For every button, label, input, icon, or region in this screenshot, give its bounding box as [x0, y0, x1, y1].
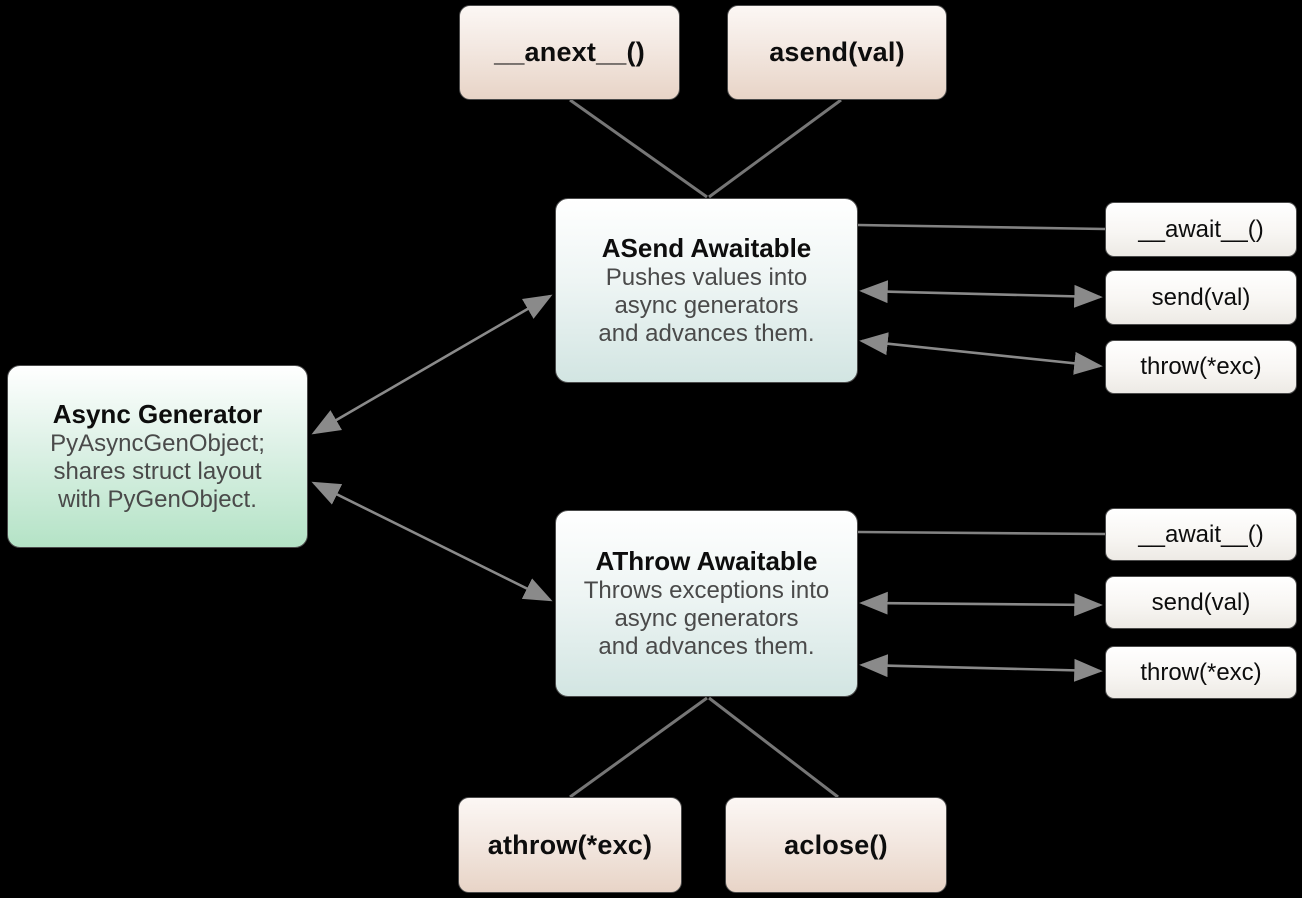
node-async-generator: Async Generator PyAsyncGenObject; shares…	[7, 365, 308, 548]
node-aclose: aclose()	[725, 797, 947, 893]
node-asend-label: asend(val)	[769, 37, 905, 67]
async-generator-desc-line: with PyGenObject.	[58, 486, 257, 513]
asend-await-label: __await__()	[1138, 215, 1264, 243]
node-athrow-send: send(val)	[1105, 576, 1297, 629]
node-anext: __anext__()	[459, 5, 680, 100]
athrow-awaitable-title: AThrow Awaitable	[595, 546, 818, 576]
athrow-await-label: __await__()	[1138, 520, 1264, 548]
athrow-awaitable-desc-line: Throws exceptions into	[583, 577, 830, 604]
node-athrow-awaitable: AThrow Awaitable Throws exceptions into …	[555, 510, 858, 697]
athrow-awaitable-desc-line: async generators	[614, 605, 799, 632]
athrow-throw-label: throw(*exc)	[1140, 658, 1262, 686]
asend-awaitable-desc-line: Pushes values into	[605, 264, 808, 291]
asend-throw-label: throw(*exc)	[1140, 353, 1262, 380]
athrow-send-label: send(val)	[1151, 588, 1251, 616]
node-anext-label: __anext__()	[494, 37, 645, 67]
node-athrow-label: athrow(*exc)	[487, 829, 653, 860]
async-generator-desc-line: shares struct layout	[53, 458, 262, 485]
node-asend-await: __await__()	[1105, 202, 1297, 257]
node-asend-send: send(val)	[1105, 270, 1297, 325]
node-athrow-await: __await__()	[1105, 508, 1297, 561]
async-generator-desc-line: PyAsyncGenObject;	[50, 430, 265, 457]
asend-awaitable-desc-line: async generators	[614, 292, 799, 319]
node-asend-throw: throw(*exc)	[1105, 340, 1297, 394]
asend-send-label: send(val)	[1151, 283, 1251, 311]
node-aclose-label: aclose()	[784, 829, 888, 860]
node-athrow-throw: throw(*exc)	[1105, 646, 1297, 699]
asend-awaitable-desc-line: and advances them.	[598, 320, 815, 347]
athrow-awaitable-desc-line: and advances them.	[598, 633, 815, 660]
node-athrow: athrow(*exc)	[458, 797, 682, 893]
node-asend: asend(val)	[727, 5, 947, 100]
async-generator-title: Async Generator	[52, 399, 263, 429]
node-asend-awaitable: ASend Awaitable Pushes values into async…	[555, 198, 858, 383]
asend-awaitable-title: ASend Awaitable	[601, 233, 812, 263]
